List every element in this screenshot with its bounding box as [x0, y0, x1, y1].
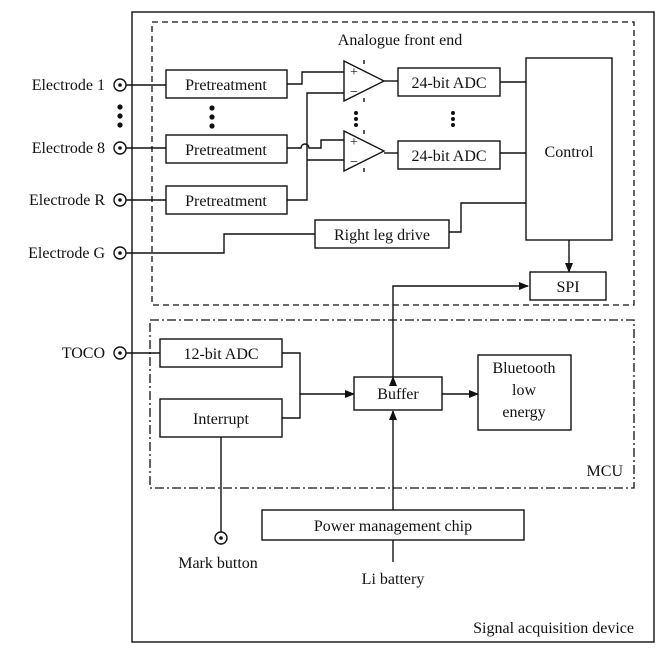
ellipsis-icon	[117, 104, 123, 128]
ellipsis-icon	[209, 105, 215, 129]
wire-interrupt-to-buffer	[282, 390, 355, 419]
buffer-label: Buffer	[377, 386, 419, 403]
electrode-8-terminal-icon	[113, 141, 127, 155]
electrode-r-label: Electrode R	[29, 192, 105, 209]
toco-label: TOCO	[62, 345, 105, 362]
ble-block	[477, 354, 572, 431]
signal-acquisition-device-frame	[131, 11, 655, 643]
pretreatment-label-1: Pretreatment	[185, 77, 267, 94]
wire-spi-buffer-bidirectional	[389, 282, 529, 386]
wire-preR-reference-bus	[287, 92, 344, 201]
device-label: Signal acquisition device	[473, 620, 634, 637]
svg-text:−: −	[350, 155, 358, 170]
svg-text:+: +	[350, 65, 358, 80]
amplifier-1-icon: + −	[343, 59, 386, 103]
svg-text:−: −	[350, 85, 358, 100]
ble-label-line2: low	[512, 382, 536, 399]
power-management-label: Power management chip	[314, 518, 472, 535]
spi-block	[529, 271, 607, 301]
control-block	[525, 57, 613, 241]
electrode-1-label: Electrode 1	[32, 77, 105, 94]
pretreatment-label-r: Pretreatment	[185, 193, 267, 210]
mcu-label: MCU	[587, 463, 624, 480]
adc12-block	[159, 338, 283, 368]
wire-pre1-to-amp1-plus	[287, 71, 344, 85]
amplifier-8-icon: + −	[343, 129, 386, 173]
afe-label: Analogue front end	[338, 32, 462, 49]
electrode-1-terminal-icon	[113, 78, 127, 92]
li-battery-label: Li battery	[362, 571, 425, 588]
wire-adc12-to-buffer	[282, 352, 301, 394]
pretreatment-label-8: Pretreatment	[185, 142, 267, 159]
ellipsis-icon	[451, 111, 455, 127]
wire-pre8-to-amp2-plus	[287, 139, 344, 149]
right-leg-drive-block	[314, 219, 450, 249]
adc12-label: 12-bit ADC	[183, 346, 258, 363]
interrupt-block	[159, 398, 283, 438]
control-label: Control	[545, 144, 594, 161]
adc24-label-8: 24-bit ADC	[411, 148, 486, 165]
adc24-block-8	[397, 140, 501, 170]
electrode-g-label: Electrode G	[28, 245, 105, 262]
svg-text:+: +	[350, 135, 358, 150]
right-leg-drive-label: Right leg drive	[334, 227, 430, 244]
power-management-block	[261, 509, 525, 541]
electrode-r-terminal-icon	[113, 193, 127, 207]
pretreatment-block-8	[165, 134, 288, 164]
ble-label-line1: Bluetooth	[492, 360, 555, 377]
mark-button-icon[interactable]	[214, 531, 228, 545]
electrode-8-label: Electrode 8	[32, 140, 105, 157]
interrupt-label: Interrupt	[193, 411, 250, 428]
wire-control-to-rld	[449, 202, 526, 233]
electrode-g-terminal-icon	[113, 246, 127, 260]
toco-terminal-icon	[113, 346, 127, 360]
adc24-label-1: 24-bit ADC	[411, 75, 486, 92]
mark-button-label: Mark button	[178, 555, 258, 572]
ble-label-line3: energy	[502, 404, 545, 421]
wire-rld-to-electrode-g	[126, 233, 315, 254]
ellipsis-icon	[354, 111, 358, 127]
spi-label: SPI	[556, 279, 579, 296]
